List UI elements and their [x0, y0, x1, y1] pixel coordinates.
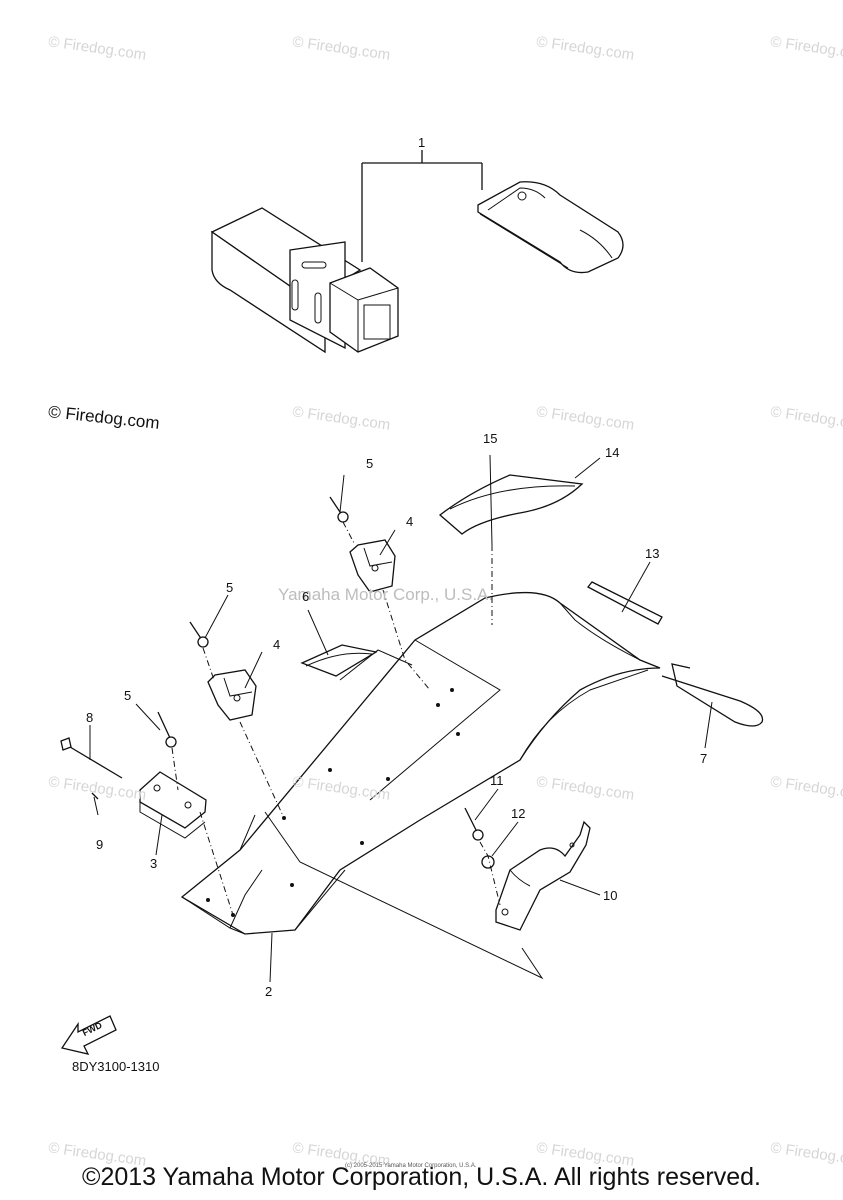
- label-decal-icon: [300, 644, 378, 677]
- fwd-arrow-icon: [60, 1015, 117, 1055]
- callout-13: 13: [645, 546, 660, 561]
- part-code: 8DY3100-1310: [72, 1059, 160, 1074]
- tool-bag-roll-icon: [210, 207, 399, 354]
- callout-12: 12: [511, 806, 526, 821]
- fine-print: (c) 2005-2015 Yamaha Motor Corporation, …: [345, 1163, 477, 1169]
- callout-2: 2: [265, 984, 273, 999]
- callout-5-upper: 5: [366, 456, 374, 471]
- rear-fender-icon: [180, 591, 661, 980]
- leader-lines: [89, 454, 713, 983]
- callout-10: 10: [603, 888, 618, 903]
- part-1-leader: [361, 150, 483, 262]
- callout-6: 6: [302, 589, 310, 604]
- collar-plate-icon: [139, 771, 207, 839]
- callout-4-upper: 4: [406, 514, 414, 529]
- hook-wire-icon: [661, 663, 764, 727]
- pad-icon: [438, 474, 584, 535]
- callout-7: 7: [700, 751, 708, 766]
- holder-bracket-icon: [495, 820, 591, 931]
- copyright-footer: ©2013 Yamaha Motor Corporation, U.S.A. A…: [82, 1163, 761, 1191]
- callout-5-lower: 5: [124, 688, 132, 703]
- callout-4-lower: 4: [273, 637, 281, 652]
- damper-strip-icon: [587, 581, 663, 625]
- callout-11: 11: [490, 773, 504, 788]
- callout-1: 1: [418, 135, 426, 150]
- callout-15: 15: [483, 431, 498, 446]
- tool-bag-pouch-icon: [477, 181, 624, 274]
- callout-5-middle: 5: [226, 580, 234, 595]
- callout-9: 9: [96, 837, 104, 852]
- assembly-lines: [171, 521, 501, 916]
- callout-14: 14: [605, 445, 620, 460]
- callout-3: 3: [150, 856, 158, 871]
- bracket-lower-icon: [207, 669, 257, 721]
- center-watermark: Yamaha Motor Corp., U.S.A.: [278, 585, 494, 604]
- callout-8: 8: [86, 710, 94, 725]
- bracket-upper-icon: [349, 539, 396, 593]
